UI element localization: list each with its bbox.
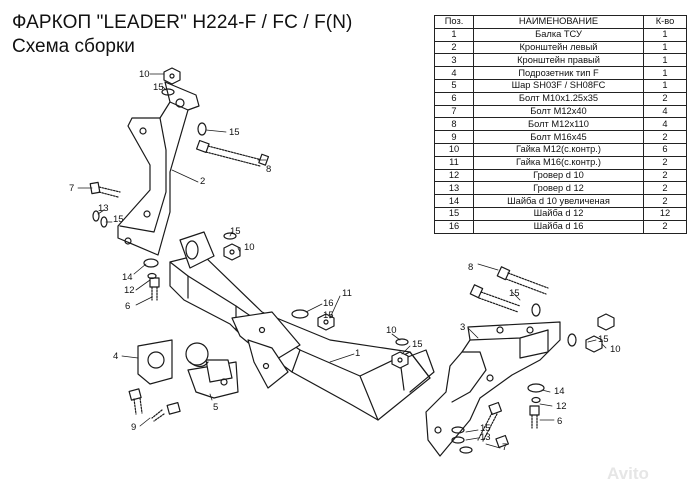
row-quantity: 2: [643, 219, 687, 234]
callout-15: 15: [113, 214, 124, 225]
callout-8: 8: [266, 164, 271, 175]
callout-6: 6: [125, 301, 130, 312]
callout-12: 12: [556, 401, 567, 412]
callout-7: 7: [69, 183, 74, 194]
callout-13: 13: [98, 203, 109, 214]
callout-15: 15: [509, 288, 520, 299]
callout-10: 10: [139, 69, 150, 80]
callout-labels: 10 15 15 8 2 7 13 15 15 10 14 12 6 16 15…: [69, 69, 621, 453]
watermark: Avito: [607, 464, 649, 483]
row-name: Шайба d 16: [473, 219, 644, 234]
callout-13: 13: [480, 432, 491, 443]
bolt-6-right: [529, 405, 540, 429]
bolt-8-lower: [469, 266, 549, 313]
callout-11: 11: [342, 288, 352, 299]
page-title: ФАРКОП "LEADER" H224-F / FC / F(N): [12, 12, 353, 33]
page-subtitle: Схема сборки: [12, 36, 135, 57]
bolt-7-upper: [89, 181, 121, 198]
callout-15: 15: [230, 226, 241, 237]
callout-2: 2: [200, 176, 205, 187]
right-bracket: [425, 321, 561, 457]
callout-5: 5: [213, 402, 218, 413]
parts-table-header: Поз. НАИМЕНОВАНИЕ К-во: [434, 15, 687, 29]
callout-10: 10: [386, 325, 397, 336]
tow-ball: [185, 342, 239, 399]
socket-plate: [137, 339, 173, 385]
callout-14: 14: [122, 272, 133, 283]
nuts-and-washers: [92, 67, 615, 454]
callout-15: 15: [229, 127, 240, 138]
callout-10: 10: [610, 344, 621, 355]
tow-bar-beam: [169, 231, 435, 421]
bolt-8-upper: [195, 139, 270, 167]
callout-4: 4: [113, 351, 118, 362]
callout-8: 8: [468, 262, 473, 273]
callout-3: 3: [460, 322, 465, 333]
callout-1: 1: [355, 348, 360, 359]
callout-16: 16: [323, 298, 334, 309]
callout-12: 12: [124, 285, 135, 296]
row-quantity: 1: [643, 78, 687, 93]
callout-15: 15: [480, 423, 491, 434]
callout-10: 10: [244, 242, 255, 253]
bolt-6-left: [149, 277, 160, 301]
callout-6: 6: [557, 416, 562, 427]
bolt-9-pair: [128, 388, 181, 422]
callout-15: 15: [323, 310, 334, 321]
callout-7: 7: [502, 442, 507, 453]
callout-14: 14: [554, 386, 565, 397]
callout-15: 15: [412, 339, 423, 350]
bolt-7-lower: [477, 401, 510, 449]
callout-15: 15: [153, 82, 164, 93]
callout-15: 15: [598, 334, 609, 345]
left-bracket: [117, 81, 200, 256]
callout-9: 9: [131, 422, 136, 433]
leader-lines: [77, 73, 607, 449]
